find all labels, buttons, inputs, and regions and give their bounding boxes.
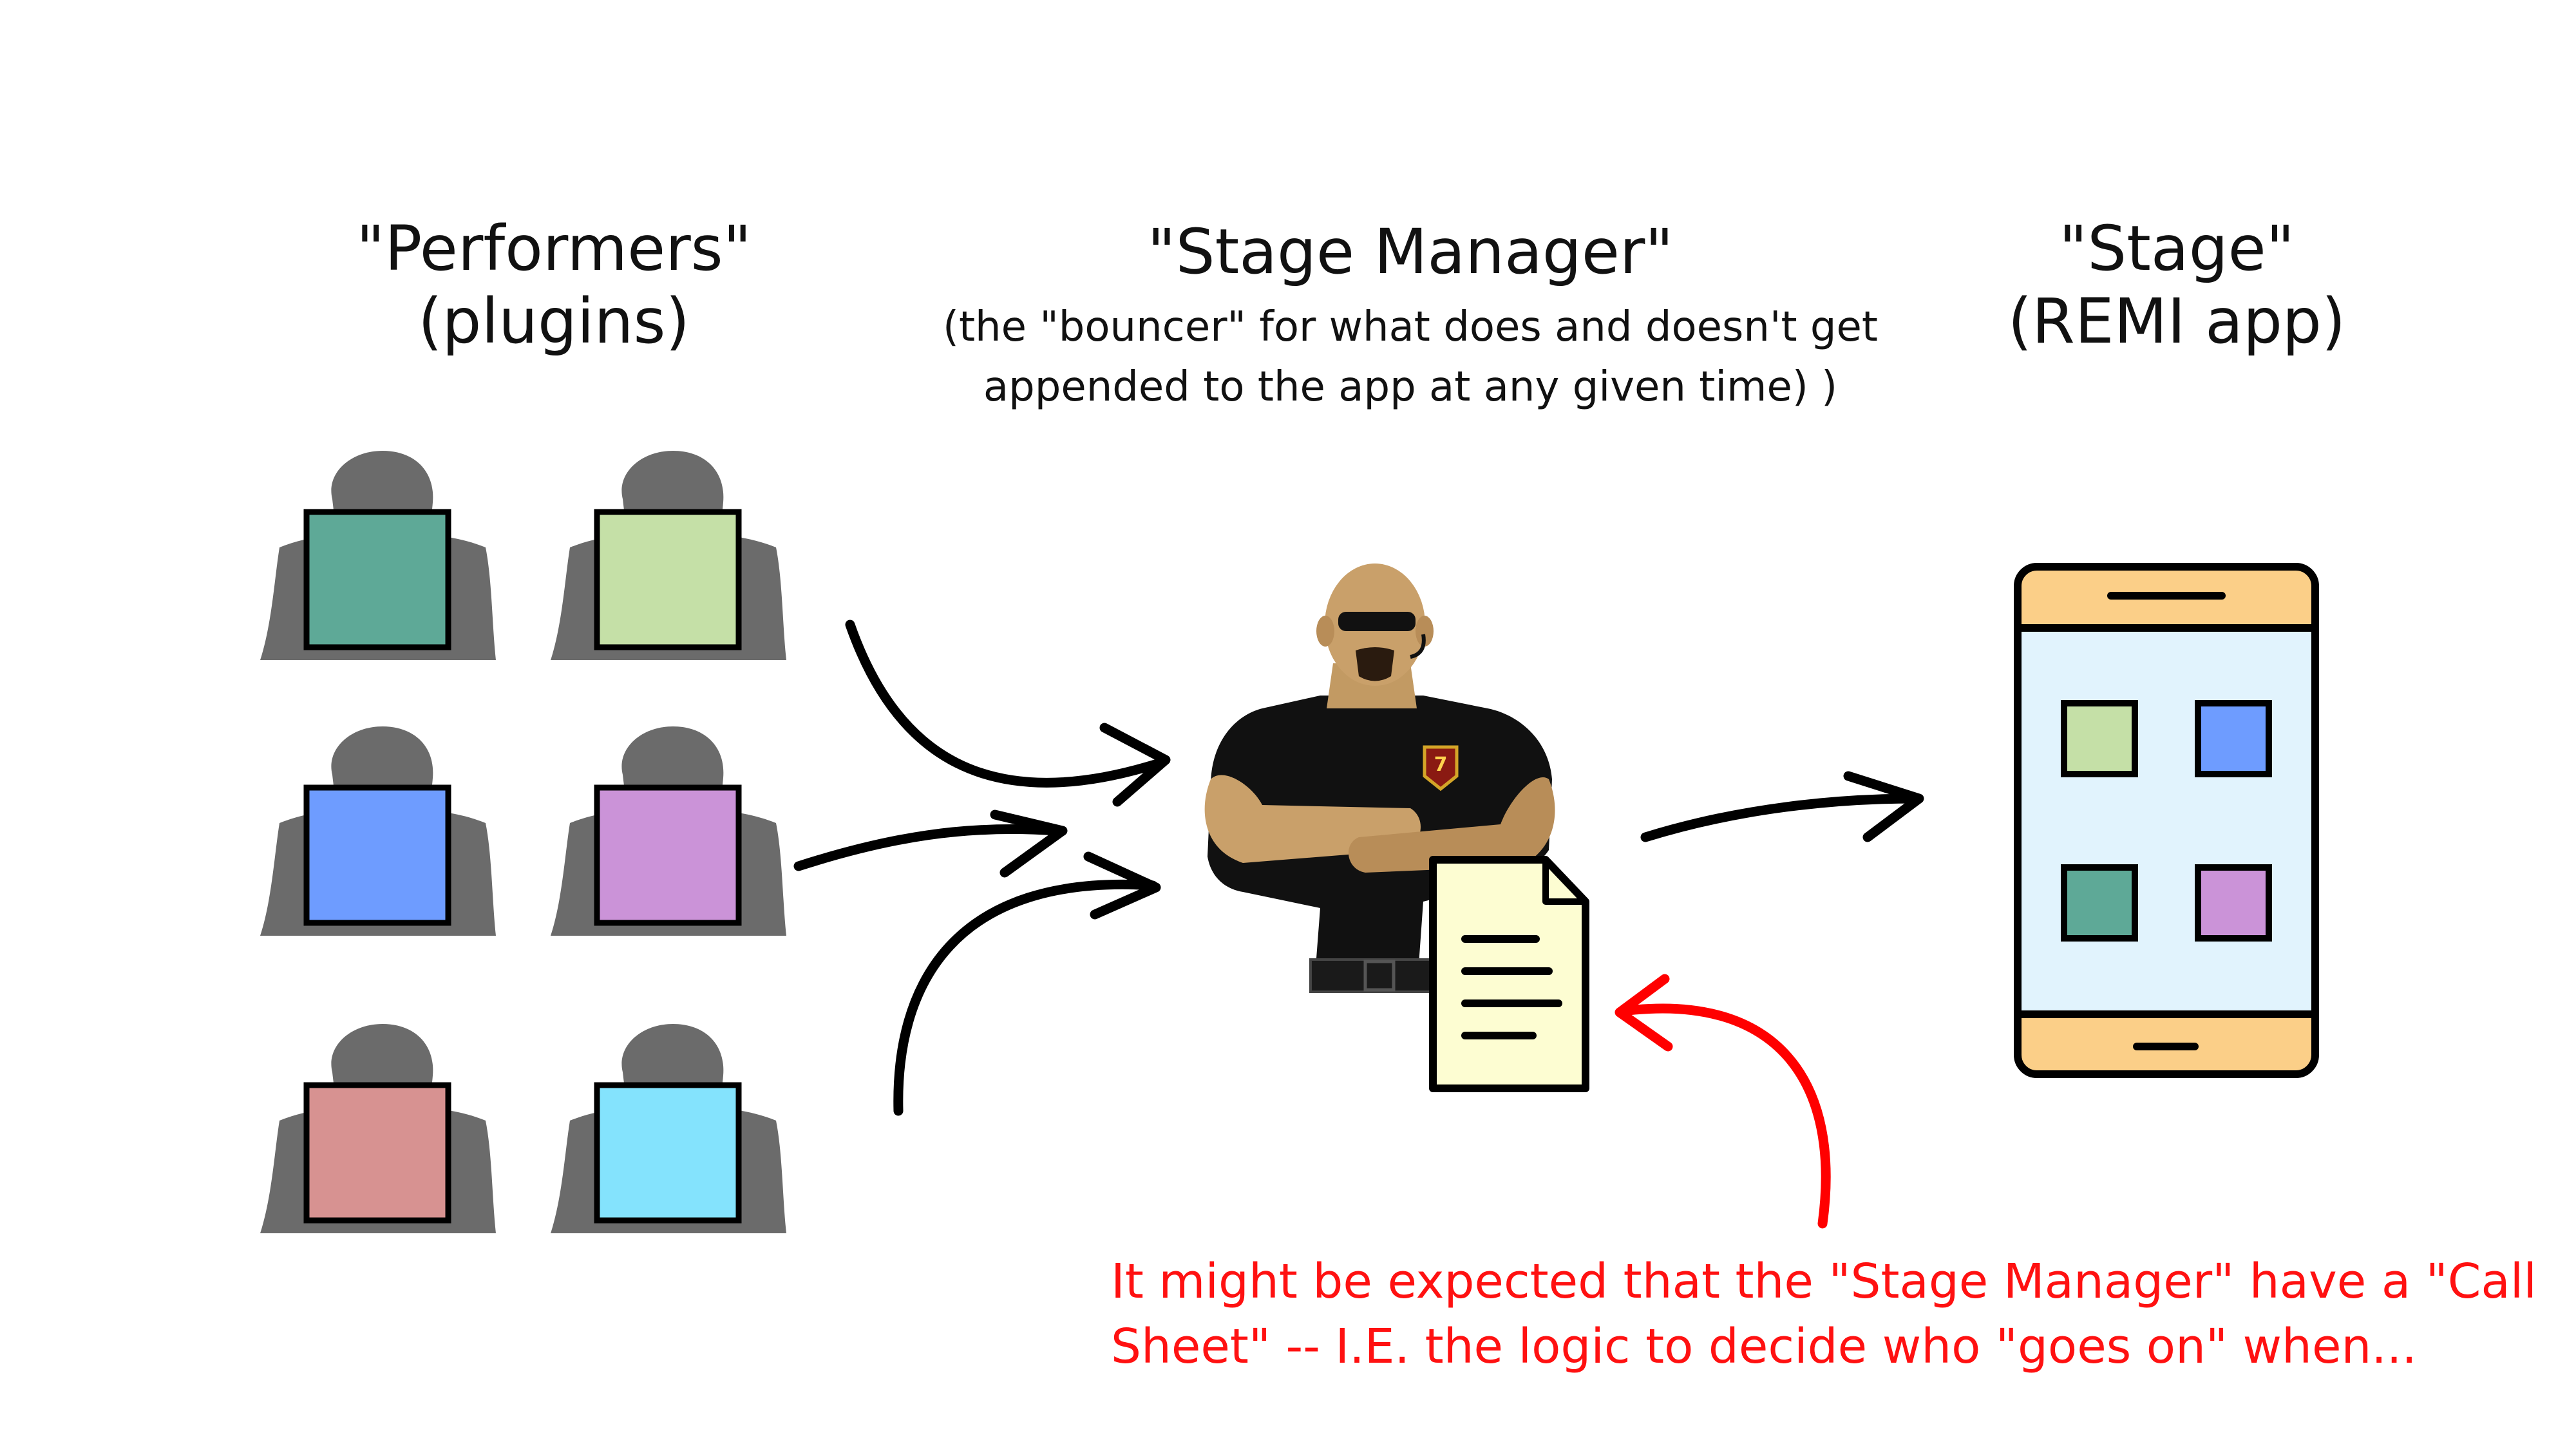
security-badge-icon [1423, 745, 1459, 791]
arrow-middle-head [990, 810, 1068, 878]
performer-screen [594, 1082, 742, 1224]
arrow-to-stage [1640, 793, 1921, 842]
input-arrows [793, 620, 1171, 1116]
app-icon-3 [2061, 864, 2138, 942]
call-sheet-document [1429, 856, 1589, 1092]
performer-5 [260, 1024, 496, 1233]
bouncer-arm-right [1348, 777, 1555, 873]
phone-device [2014, 563, 2319, 1078]
document-fold [1542, 860, 1586, 905]
sunglasses-icon [1338, 612, 1416, 631]
stage-manager-description-line-2: appended to the app at any given time) ) [983, 363, 1838, 411]
performer-screen [594, 509, 742, 650]
call-sheet-note: It might be expected that the "Stage Man… [1111, 1249, 2537, 1379]
app-icon-2 [2195, 700, 2272, 777]
performer-screen [303, 509, 451, 650]
bouncer-goatee [1356, 647, 1394, 681]
performer-1 [260, 451, 496, 660]
call-sheet-note-line-2: Sheet" -- I.E. the logic to decide who "… [1111, 1318, 2417, 1374]
arrow-to-stage-head [1843, 771, 1924, 842]
arrow-top-head [1099, 723, 1171, 807]
stage-manager-title: "Stage Manager" [1147, 216, 1674, 288]
performer-screen [594, 784, 742, 926]
performers-title: "Performers" [356, 213, 752, 285]
arrow-bottom-head [1083, 851, 1161, 920]
bouncer-ear-left [1316, 616, 1334, 647]
badge-number: 7 [1434, 753, 1448, 776]
arrow-bottom [893, 880, 1158, 1116]
note-arrow [1615, 974, 1831, 1229]
app-icon-4 [2195, 864, 2272, 942]
stage-heading: "Stage" (REMI app) [1971, 213, 2383, 359]
performer-4 [551, 726, 786, 936]
performer-3 [260, 726, 496, 936]
performer-screen [303, 784, 451, 926]
stage-manager-description: (the "bouncer" for what does and doesn't… [902, 298, 1919, 417]
bouncer-ear-right [1416, 616, 1434, 647]
arrow-top [845, 620, 1164, 788]
performers-heading: "Performers" (plugins) [348, 213, 760, 359]
stage-manager-heading: "Stage Manager" [1030, 216, 1790, 289]
phone-screen [2014, 624, 2319, 1018]
bouncer-headset-icon [1410, 634, 1426, 659]
performer-screen [303, 1082, 451, 1224]
performer-6 [551, 1024, 786, 1233]
note-arrow-curve [1618, 1003, 1831, 1229]
call-sheet-note-line-1: It might be expected that the "Stage Man… [1111, 1254, 2537, 1309]
bouncer-figure: 7 [1204, 564, 1555, 993]
performers-group [260, 451, 786, 1233]
bouncer-buckle [1363, 960, 1396, 992]
stage-subtitle: (REMI app) [2007, 285, 2346, 358]
performers-subtitle: (plugins) [418, 285, 690, 358]
stage-manager-description-line-1: (the "bouncer" for what does and doesn't… [942, 303, 1879, 351]
arrow-middle [793, 824, 1061, 871]
stage-title: "Stage" [2059, 213, 2295, 285]
note-arrow-head [1615, 974, 1673, 1052]
app-icon-1 [2061, 700, 2138, 777]
output-arrow [1640, 771, 1924, 842]
bouncer-belt [1309, 958, 1434, 993]
performer-2 [551, 451, 786, 660]
